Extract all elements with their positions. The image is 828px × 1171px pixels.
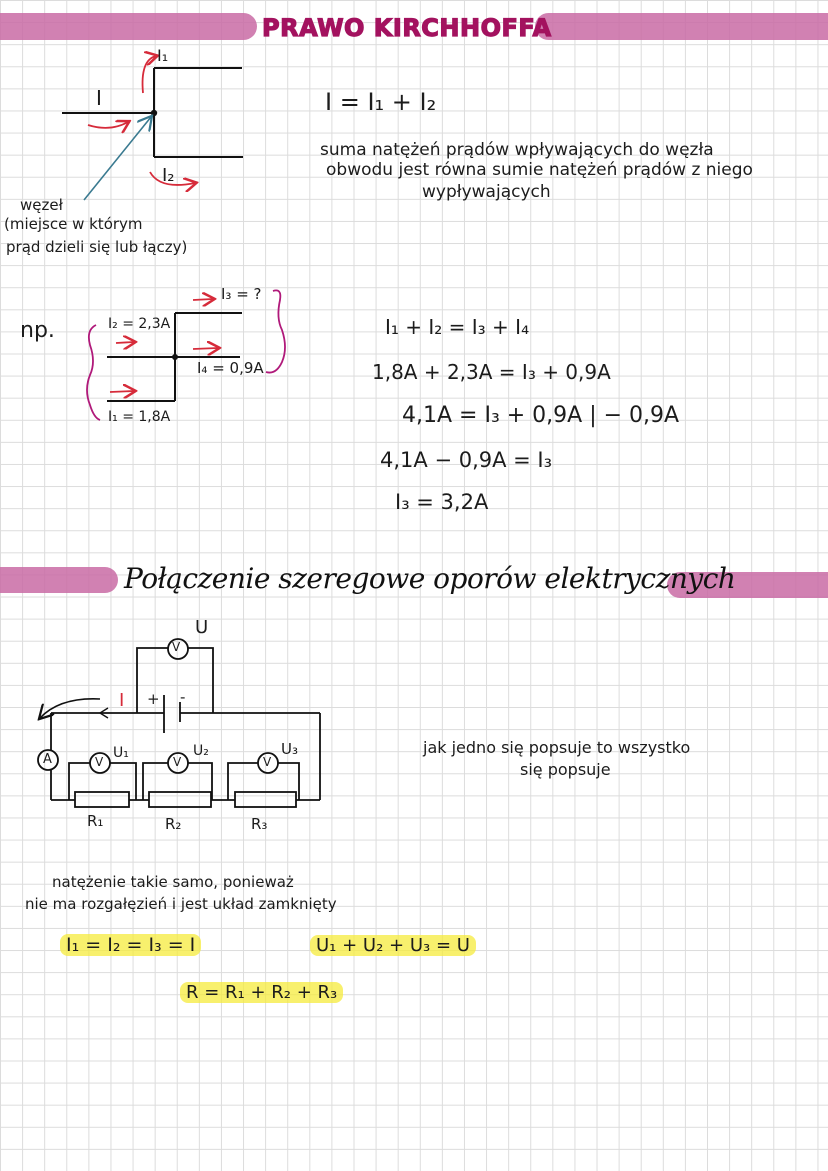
- battery-minus: -: [180, 688, 186, 706]
- page-title: PRAWO KIRCHHOFFA: [261, 13, 552, 42]
- circuit-label-R2: R₂: [165, 815, 182, 833]
- circuit-label-U2: U₂: [193, 743, 209, 759]
- solution-line2: 1,8A + 2,3A = I₃ + 0,9A: [372, 360, 611, 384]
- explanation-line2: nie ma rozgałęzień i jest układ zamknięt…: [25, 895, 337, 913]
- note-line1: jak jedno się popsuje to wszystko: [423, 738, 691, 757]
- voltmeter-1-icon: V: [95, 755, 104, 769]
- node-label: węzeł: [20, 196, 63, 214]
- circuit-label-R1: R₁: [87, 812, 104, 830]
- example-label-I2: I₂ = 2,3A: [108, 316, 171, 332]
- description-line2: obwodu jest równa sumie natężeń prądów z…: [326, 160, 753, 180]
- example-label-I4: I₄ = 0,9A: [197, 359, 264, 377]
- formula-voltage: U₁ + U₂ + U₃ = U: [310, 935, 476, 956]
- label-current-I1: I₁: [157, 46, 169, 65]
- solution-result: I₃ = 3,2A: [395, 490, 489, 514]
- section2-banner-right: [667, 572, 828, 598]
- section2-title: Połączenie szeregowe oporów elektrycznyc…: [124, 562, 736, 595]
- circuit-label-U: U: [195, 617, 209, 638]
- voltmeter-icon: V: [172, 640, 181, 654]
- note-line2: się popsuje: [520, 760, 611, 779]
- ammeter-icon: A: [43, 752, 52, 767]
- voltmeter-3-icon: V: [263, 755, 272, 769]
- kirchhoff-formula: I = I₁ + I₂: [325, 88, 437, 116]
- battery-plus: +: [147, 690, 160, 708]
- node-description-line2: prąd dzieli się lub łączy): [6, 238, 188, 256]
- formula-resistance: R = R₁ + R₂ + R₃: [180, 982, 344, 1003]
- circuit-label-U1: U₁: [113, 745, 129, 761]
- example-label-I1: I₁ = 1,8A: [108, 409, 171, 425]
- explanation-line1: natężenie takie samo, ponieważ: [52, 873, 294, 891]
- header-banner-right: [535, 13, 828, 40]
- example-label-I3: I₃ = ?: [221, 285, 262, 303]
- current-direction-arrow-icon: [40, 698, 101, 718]
- circuit-label-I: I: [119, 690, 125, 711]
- description-line3: wypływających: [422, 182, 551, 202]
- node-dot-icon: [150, 109, 158, 117]
- series-circuit: [37, 638, 321, 808]
- brace-icons: [86, 289, 286, 421]
- solution-line4: 4,1A − 0,9A = I₃: [380, 448, 553, 472]
- voltmeter-2-icon: V: [173, 755, 182, 769]
- header-banner-left: [0, 13, 257, 40]
- label-current-I2: I₂: [162, 165, 175, 186]
- pointer-arrow-icon: [83, 117, 151, 201]
- node-description-line1: (miejsce w którym: [4, 215, 143, 233]
- formula-current: I₁ = I₂ = I₃ = I: [60, 934, 202, 956]
- circuit-label-U3: U₃: [281, 740, 298, 758]
- junction-diagram: [62, 67, 243, 158]
- example-prefix: np.: [20, 318, 55, 343]
- solution-line1: I₁ + I₂ = I₃ + I₄: [385, 315, 530, 339]
- label-current-I: I: [96, 86, 102, 110]
- current-arrows: [87, 56, 195, 185]
- section2-banner-left: [0, 567, 118, 593]
- solution-line3: 4,1A = I₃ + 0,9A | − 0,9A: [402, 403, 680, 428]
- circuit-label-R3: R₃: [251, 815, 268, 833]
- description-line1: suma natężeń prądów wpływających do węzł…: [320, 140, 714, 160]
